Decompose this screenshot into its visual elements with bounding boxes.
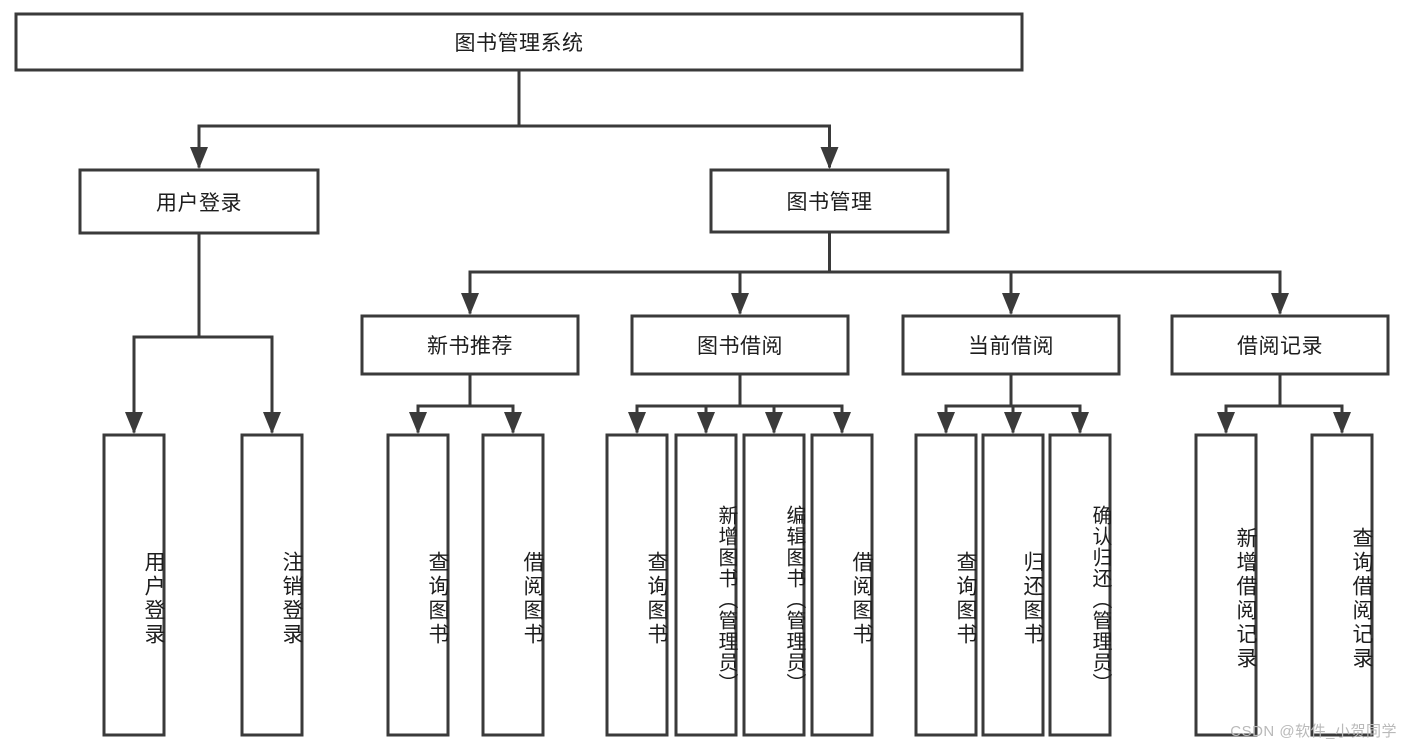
node-new-book-rec[interactable] <box>360 314 580 376</box>
node-leaf-borrow-book-2[interactable] <box>810 433 874 737</box>
node-borrow-record[interactable] <box>1170 314 1390 376</box>
node-root[interactable] <box>14 12 1024 72</box>
arrow-book-borrow-to-leaf-query-book-2 <box>628 412 646 434</box>
node-leaf-confirm-return[interactable] <box>1048 433 1112 737</box>
node-leaf-query-record[interactable] <box>1310 433 1374 737</box>
arrow-current-borrow-to-leaf-return-book <box>1004 412 1022 434</box>
arrow-bookmanage-to-book-borrow <box>731 293 749 315</box>
node-boxes <box>14 12 1390 737</box>
node-leaf-query-book-3[interactable] <box>914 433 978 737</box>
node-leaf-query-book-1[interactable] <box>386 433 450 737</box>
arrow-bookmanage-to-current-borrow <box>1002 293 1020 315</box>
arrow-borrow-record-to-leaf-query-record <box>1333 412 1351 434</box>
node-leaf-user-login[interactable] <box>102 433 166 737</box>
arrow-new-book-rec-to-leaf-borrow-book-1 <box>504 412 522 434</box>
arrow-bookmanage-to-borrow-record <box>1271 293 1289 315</box>
node-leaf-edit-book[interactable] <box>742 433 806 737</box>
watermark-text: CSDN @软件_小贺同学 <box>1230 723 1397 740</box>
arrow-book-borrow-to-leaf-edit-book <box>765 412 783 434</box>
arrow-current-borrow-to-leaf-query-book-3 <box>937 412 955 434</box>
node-leaf-return-book[interactable] <box>981 433 1045 737</box>
node-book-manage[interactable] <box>709 168 950 234</box>
node-leaf-user-logout[interactable] <box>240 433 304 737</box>
node-user-login[interactable] <box>78 168 320 235</box>
arrow-userlogin-to-leaf-user-login <box>125 412 143 434</box>
node-leaf-borrow-book-1[interactable] <box>481 433 545 737</box>
arrow-userlogin-to-leaf-user-logout <box>263 412 281 434</box>
node-current-borrow[interactable] <box>901 314 1121 376</box>
node-leaf-add-record[interactable] <box>1194 433 1258 737</box>
arrow-new-book-rec-to-leaf-query-book-1 <box>409 412 427 434</box>
connector-lines <box>132 68 1344 433</box>
arrow-root-to-user-login <box>190 147 208 169</box>
arrow-bookmanage-to-new-book-rec <box>461 293 479 315</box>
arrow-book-borrow-to-leaf-borrow-book-2 <box>833 412 851 434</box>
arrow-heads <box>125 147 1351 434</box>
node-book-borrow[interactable] <box>630 314 850 376</box>
arrow-book-borrow-to-leaf-add-book <box>697 412 715 434</box>
node-leaf-add-book[interactable] <box>674 433 738 737</box>
arrow-current-borrow-to-leaf-confirm-return <box>1071 412 1089 434</box>
arrow-borrow-record-to-leaf-add-record <box>1217 412 1235 434</box>
arrow-root-to-book-manage <box>820 147 839 169</box>
node-leaf-query-book-2[interactable] <box>605 433 669 737</box>
